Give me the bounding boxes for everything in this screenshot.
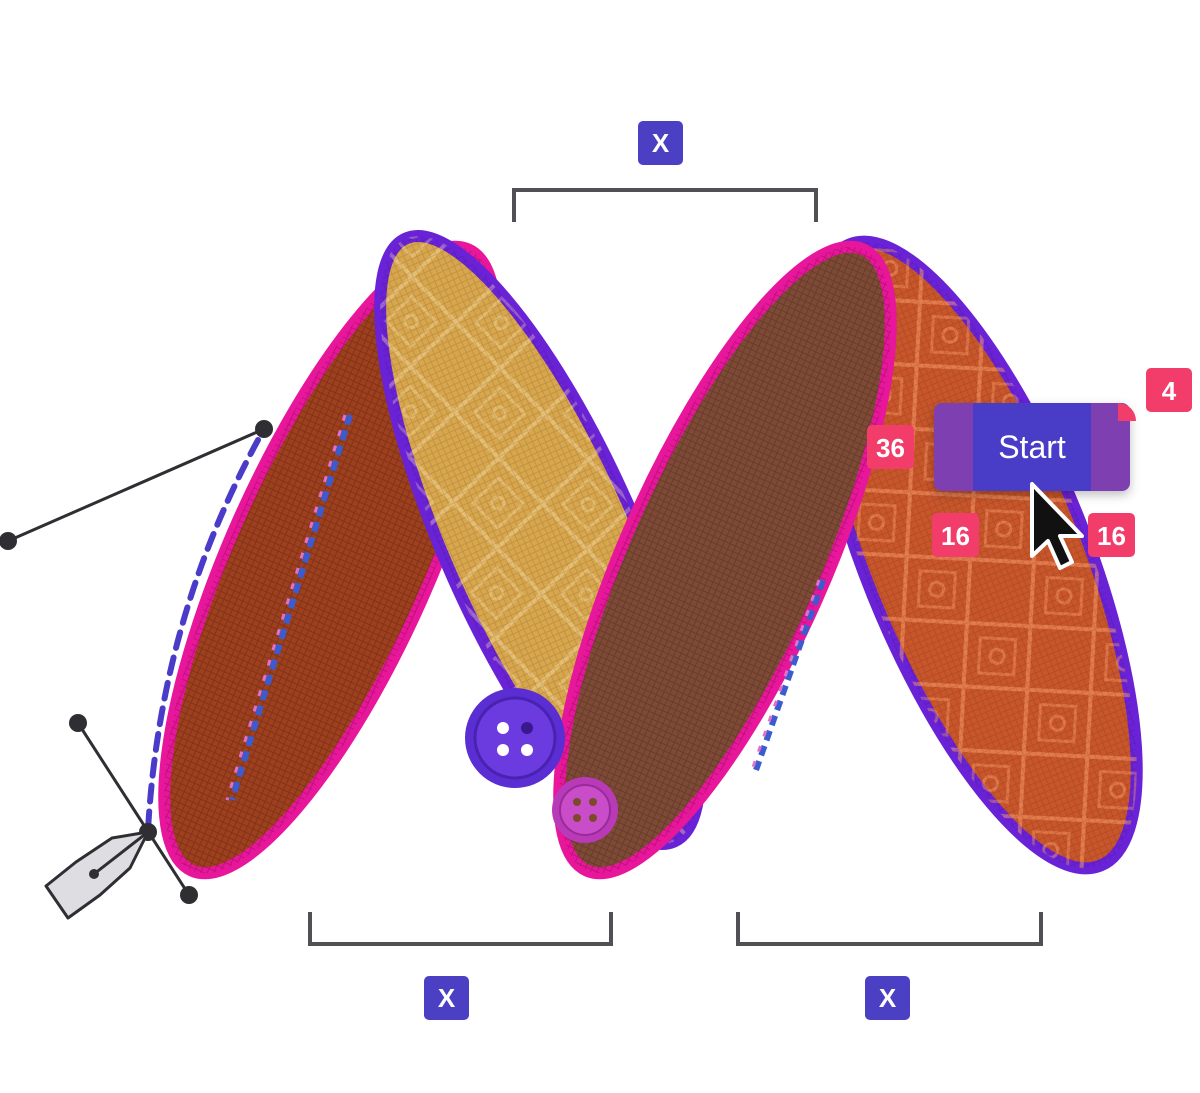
corner-radius-value: 4 <box>1162 376 1177 406</box>
dimension-label-bottom-left-text: X <box>438 983 456 1013</box>
start-button[interactable]: Start <box>934 403 1130 491</box>
left-padding-badge: 36 <box>867 425 914 469</box>
dimension-label-bottom-left: X <box>424 976 469 1020</box>
dimension-bracket-top <box>512 188 818 222</box>
dimension-label-bottom-right-text: X <box>879 983 897 1013</box>
dimension-bracket-bottom-right <box>736 912 1043 946</box>
bottom-right-spacing-badge: 16 <box>1088 513 1135 557</box>
chain-stitch-left <box>225 414 353 801</box>
bottom-left-spacing-badge: 16 <box>932 513 979 557</box>
fabric-petal-brown <box>553 240 897 880</box>
left-padding-value: 36 <box>876 433 905 463</box>
corner-radius-marker <box>1118 403 1136 421</box>
corner-radius-badge: 4 <box>1146 368 1192 412</box>
dimension-label-bottom-right: X <box>865 976 910 1020</box>
button-icon <box>465 688 565 788</box>
dimension-label-top-text: X <box>652 128 670 158</box>
button-icon <box>552 777 618 843</box>
pen-tool-graphic <box>0 420 273 920</box>
chain-stitch-right <box>750 579 826 771</box>
dimension-bracket-bottom-left <box>308 912 613 946</box>
arrow-cursor-icon <box>1030 482 1084 570</box>
bottom-left-spacing-value: 16 <box>941 521 970 551</box>
pen-tool-icon <box>44 830 150 920</box>
dimension-label-top: X <box>638 121 683 165</box>
start-button-label: Start <box>998 429 1066 465</box>
bottom-right-spacing-value: 16 <box>1097 521 1126 551</box>
